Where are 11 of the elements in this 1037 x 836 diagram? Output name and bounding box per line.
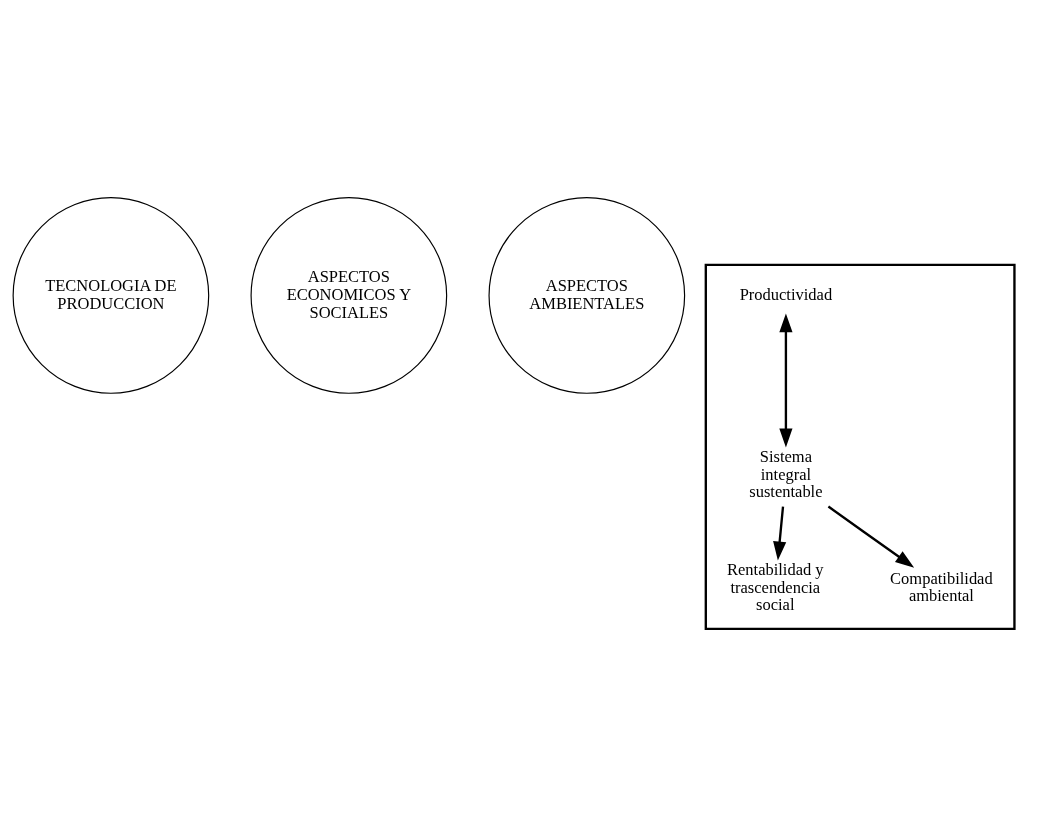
node-circle: TECNOLOGIA DE PRODUCCION xyxy=(12,197,210,394)
node-circle: ASPECTOS ECONOMICOS Y SOCIALES xyxy=(250,197,448,394)
node-text: Rentabilidad y trascendencia social xyxy=(727,559,824,615)
arrow xyxy=(773,506,787,561)
node-circle: ASPECTOS AMBIENTALES xyxy=(488,197,686,394)
arrow xyxy=(779,313,793,448)
cluster xyxy=(704,263,1016,631)
arrow xyxy=(827,505,915,568)
node-text: Compatibilidad ambiental xyxy=(890,568,993,606)
node-text: Sistema integral sustentable xyxy=(749,446,823,502)
node-text: Productividad xyxy=(739,284,833,304)
